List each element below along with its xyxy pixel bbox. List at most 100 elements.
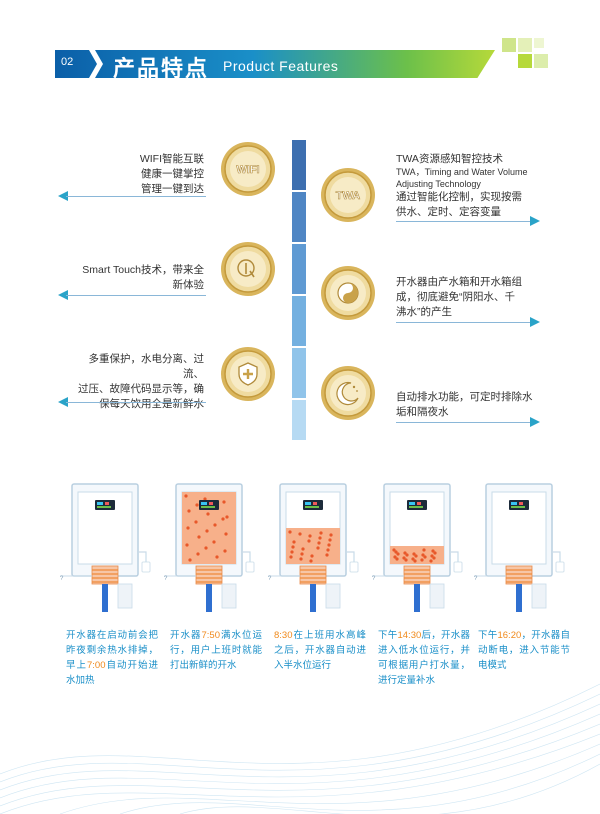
inlet-pipe [310,584,316,612]
bubble [403,551,407,555]
feature-wifi-text: WIFI智能互联 健康一键掌控 管理一键到达 [139,153,204,195]
heating-coil [299,565,327,585]
water-heater-illustration: ? [164,483,255,612]
twa-icon: TWA [321,168,375,222]
bubble [224,532,228,536]
feature-divider [396,322,530,323]
feature-tanks-text: 开水器由产水箱和开水箱组 成，彻底避免“阴阳水、千 沸水”的产生 [396,276,522,318]
step-text: 下午16:20，开水器自动断电，进入节能节电模式 [478,630,570,671]
bubble [184,494,188,498]
feature-drain-text: 自动排水功能，可定时排除水 垢和隔夜水 [396,391,533,418]
outlet-tap [242,551,251,562]
bubble [205,529,209,533]
svg-text:?: ? [372,576,376,582]
bubble [292,540,296,544]
feature-touch-text: Smart Touch技术，带来全 新体验 [82,264,204,291]
bubble [394,550,398,554]
water-heater-illustration: ? [474,483,565,612]
bubble [431,549,435,553]
bubble [414,554,418,558]
timeline-segment [292,296,306,346]
bubble [204,546,208,550]
step-text: 开水器在启动前会把昨夜剩余热水排掉，早上7:00自动开始进水加热 [66,630,158,686]
page-number: 02 [61,56,74,68]
inlet-pipe [102,584,108,612]
bubble [212,540,216,544]
wifi-icon: WIFI [221,142,275,196]
shield-icon [221,347,275,401]
bubble [206,512,210,516]
bubble [433,551,437,555]
inlet-pipe [516,584,522,612]
bubble [411,557,415,561]
section-header: 02 产品特点 Product Features [55,50,495,81]
step-text: 8:30在上班用水高峰之后，开水器自动进入半水位运行 [274,630,366,671]
pointer-triangle-icon [58,397,68,407]
feature-protection-text: 多重保护，水电分离、过流、 过压、故障代码显示等，确 保每天饮用全是新鲜水 [78,353,204,410]
bubble [225,515,229,519]
background-waves [0,683,600,814]
bubble [308,534,312,538]
touch-icon [221,242,275,296]
feature-divider [396,221,530,222]
bubble [412,552,416,556]
bubble [393,555,397,559]
bubble [395,557,399,561]
bubble [319,531,323,535]
outlet-tap [346,551,355,562]
bubble [405,553,409,557]
bubble [392,548,396,552]
feature-divider [66,402,206,403]
bubble [215,555,219,559]
bubble [289,555,293,559]
bubble [300,552,304,556]
header-bar [55,50,495,78]
page-subtitle: Product Features [223,58,339,74]
heating-coil [91,565,119,585]
heating-coil [403,565,431,585]
bubble [298,532,302,536]
bubble [326,548,330,552]
bubble [195,503,199,507]
bubble [413,559,417,563]
bubble [203,497,207,501]
inlet-pipe [414,584,420,612]
bubble [223,549,227,553]
bubble [213,523,217,527]
pointer-triangle-icon [530,417,540,427]
moon-icon [321,366,375,420]
bubble [404,558,408,562]
step-text: 下午14:30后，开水器进入低水位运行，并可根据用户打水量，进行定量补水 [378,630,470,686]
timeline-segment [292,192,306,242]
bubble [316,546,320,550]
bubble [328,538,332,542]
bubble [432,556,436,560]
pointer-triangle-icon [530,317,540,327]
decorative-squares-icon [502,38,548,68]
bubble [423,555,427,559]
bubble [429,559,433,563]
bubble [291,545,295,549]
timeline-segment [292,348,306,398]
outlet-tap [552,551,561,562]
timeline-segment [292,400,306,440]
bubble [310,554,314,558]
feature-divider [66,196,206,197]
bubble [318,536,322,540]
feature-twa-text: TWA资源感知智控技术 TWA，Timing and Water Volume … [396,153,528,218]
pointer-triangle-icon [530,216,540,226]
bubble [221,517,225,521]
pointer-triangle-icon [58,290,68,300]
bubble [185,543,189,547]
page-title: 产品特点 [113,56,210,81]
bubble [402,556,406,560]
outlet-tap [450,551,459,562]
bubble [186,526,190,530]
feature-timeline [292,140,306,440]
feature-divider [396,422,530,423]
bubble [301,547,305,551]
bubble [317,541,321,545]
timeline-segment [292,140,306,190]
svg-text:?: ? [268,576,272,582]
bubble [288,530,292,534]
